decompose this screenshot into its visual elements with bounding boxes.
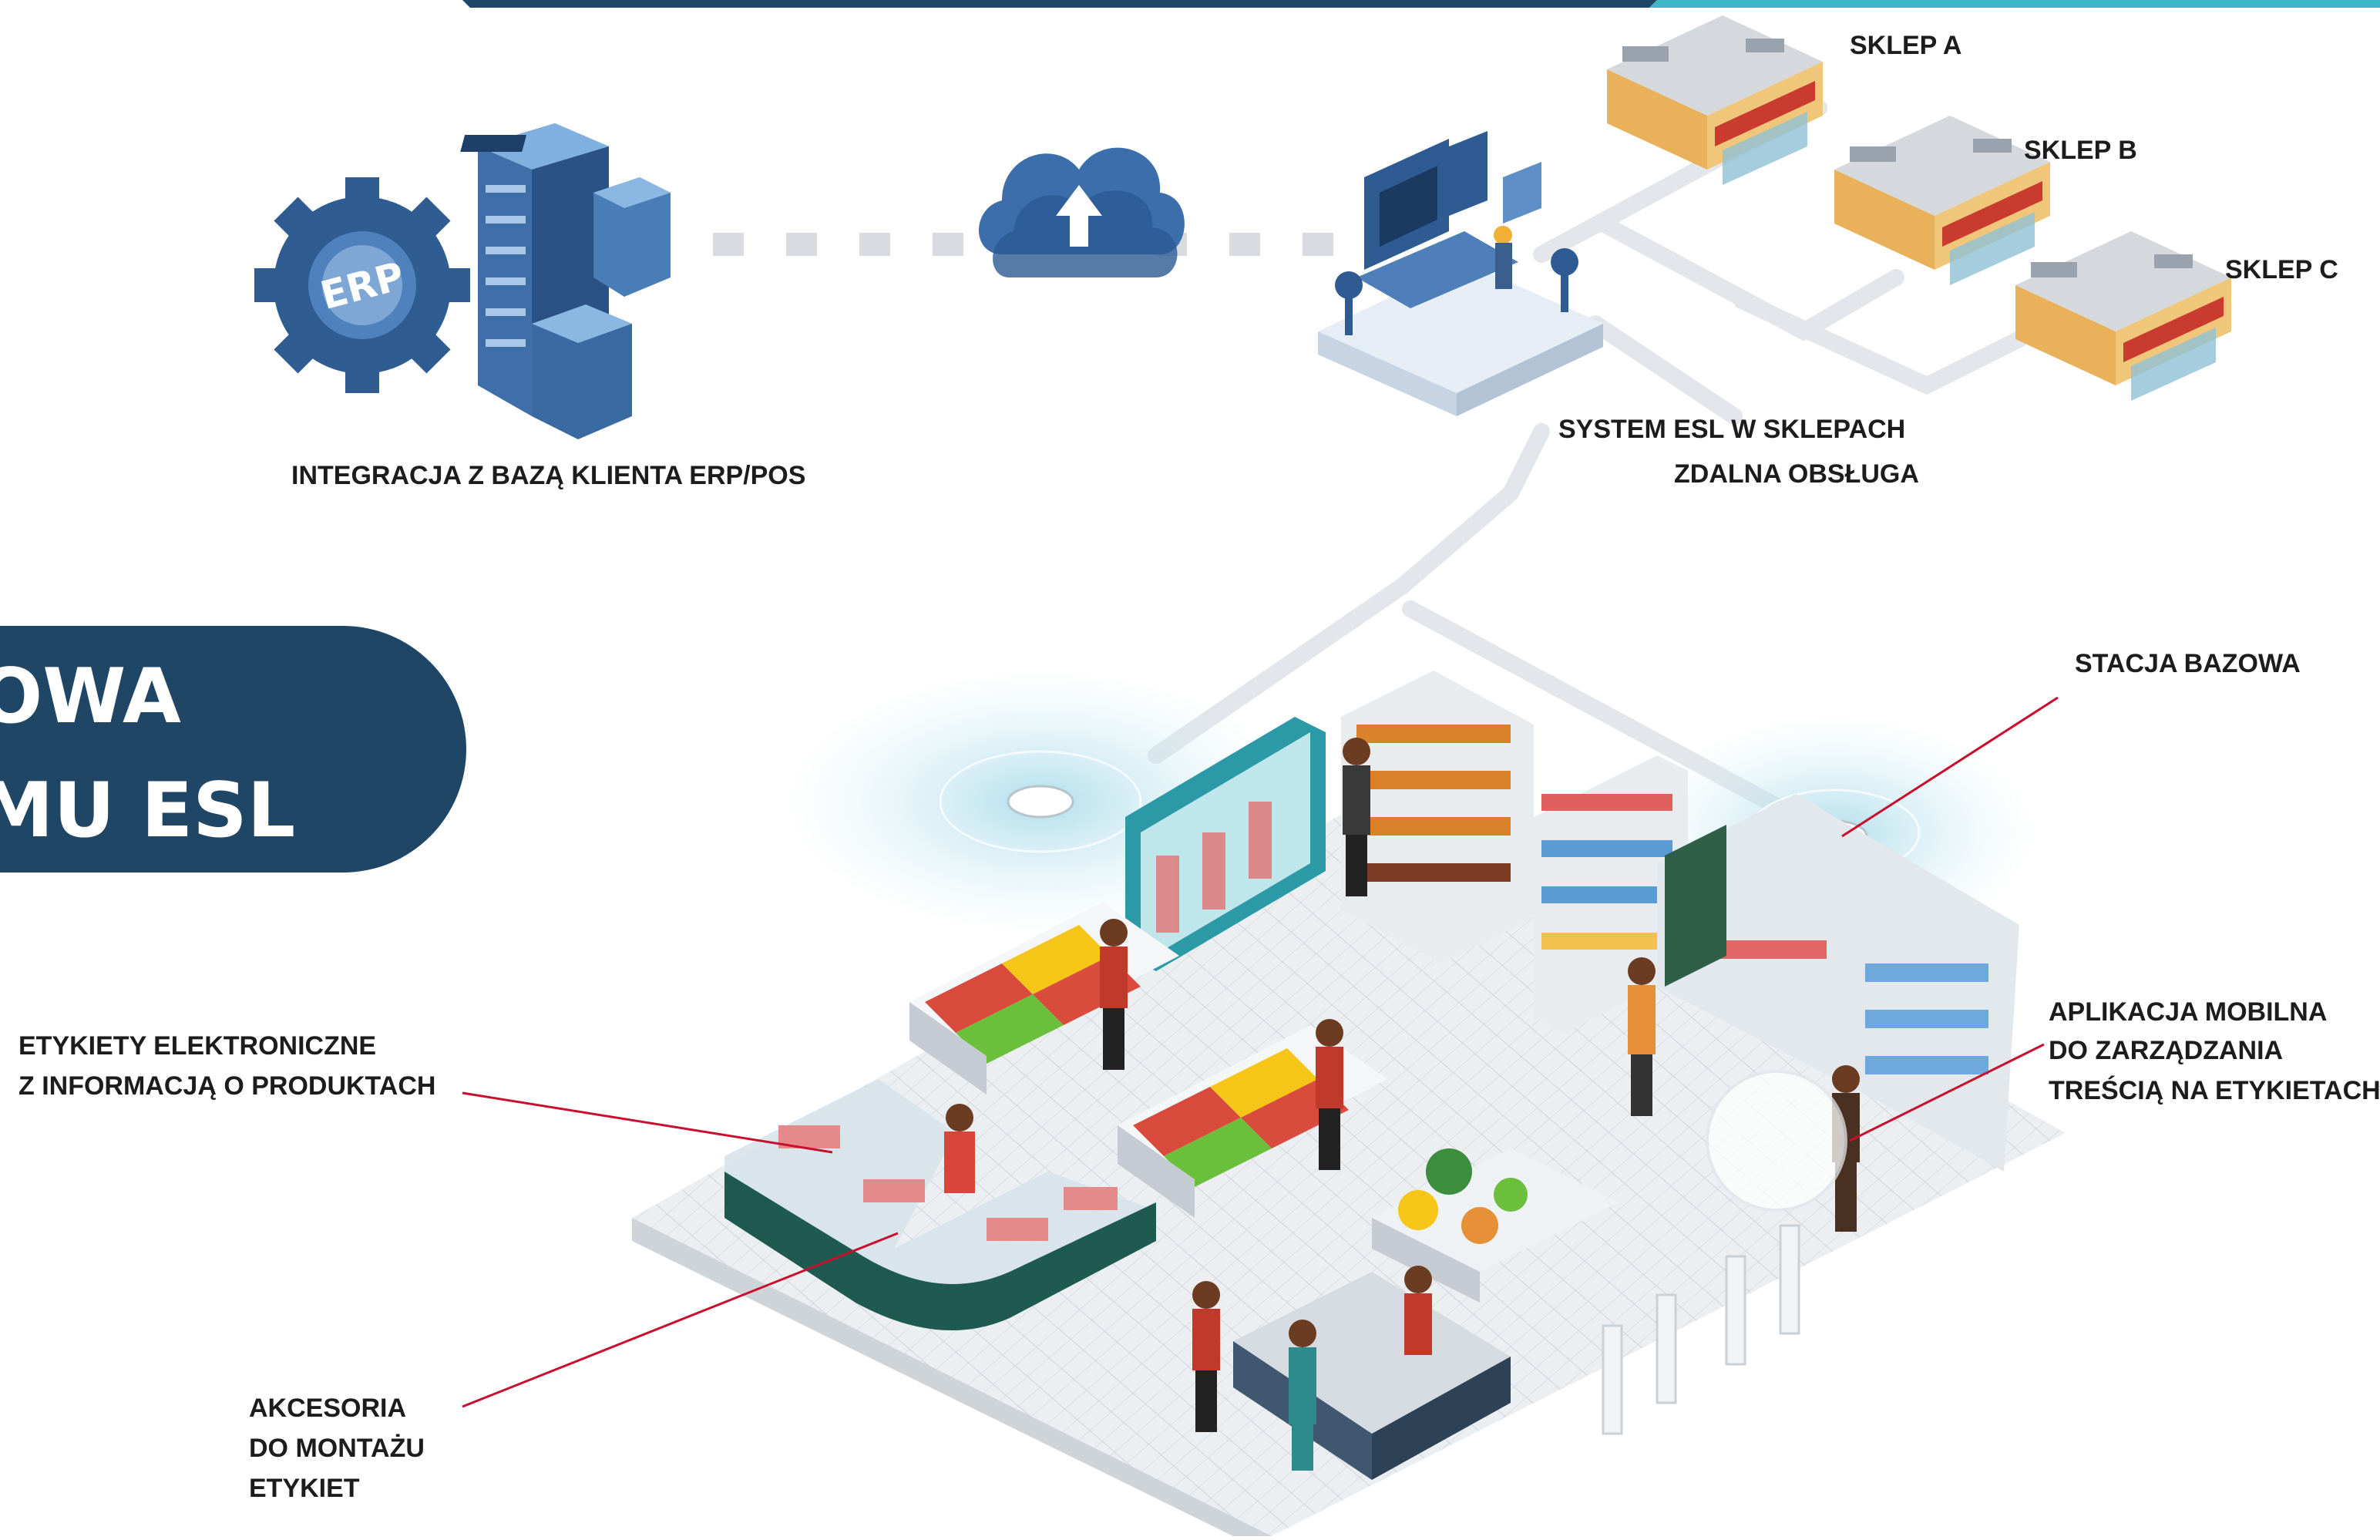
label-integration: INTEGRACJA Z BAZĄ KLIENTA ERP/POS — [291, 461, 806, 490]
top-banner — [462, 0, 2380, 8]
store-building-b — [1834, 116, 2050, 285]
label-accessories: AKCESORIA — [249, 1394, 407, 1423]
cloud-upload-icon — [979, 147, 1185, 277]
store-building-a — [1607, 15, 1823, 185]
workstation-icon — [1318, 131, 1603, 416]
deli-counter — [724, 1079, 1156, 1330]
mobile-app-callout — [1706, 1070, 1847, 1212]
dairy-shelf — [1657, 794, 2019, 1172]
server-rack-icon — [460, 123, 671, 439]
label-store-c: SKLEP C — [2225, 255, 2338, 284]
label-mounting: DO MONTAŻU — [249, 1434, 425, 1463]
label-mobile-app: APLIKACJA MOBILNA — [2049, 997, 2328, 1027]
pointer-lines — [462, 696, 2059, 1408]
product-shelf — [1341, 671, 1534, 963]
label-mobile-content: TREŚCIĄ NA ETYKIETACH — [2049, 1076, 2380, 1105]
security-gates — [1602, 1224, 1800, 1435]
label-base-station: STACJA BAZOWA — [2075, 649, 2301, 678]
fridge-row — [1125, 717, 1326, 971]
label-electronic-labels: ETYKIETY ELEKTRONICZNE — [18, 1031, 377, 1061]
label-tags: ETYKIET — [249, 1474, 360, 1503]
title-line-1: OWA — [0, 653, 181, 741]
label-mobile-manage: DO ZARZĄDZANIA — [2049, 1036, 2284, 1065]
fruit-island — [1372, 1148, 1619, 1303]
title-text: OWA MU ESL — [0, 640, 295, 868]
label-product-info: Z INFORMACJĄ O PRODUKTACH — [18, 1071, 436, 1101]
label-remote-service: ZDALNA OBSŁUGA — [1674, 459, 1919, 489]
title-banner — [0, 626, 466, 873]
erp-gear-icon: ERP — [254, 177, 470, 393]
label-store-a: SKLEP A — [1850, 31, 1962, 60]
label-store-b: SKLEP B — [2024, 136, 2137, 165]
store-building-c — [2015, 231, 2231, 401]
title-line-2: MU ESL — [0, 767, 296, 855]
label-esl-system: SYSTEM ESL W SKLEPACH — [1558, 415, 1906, 444]
